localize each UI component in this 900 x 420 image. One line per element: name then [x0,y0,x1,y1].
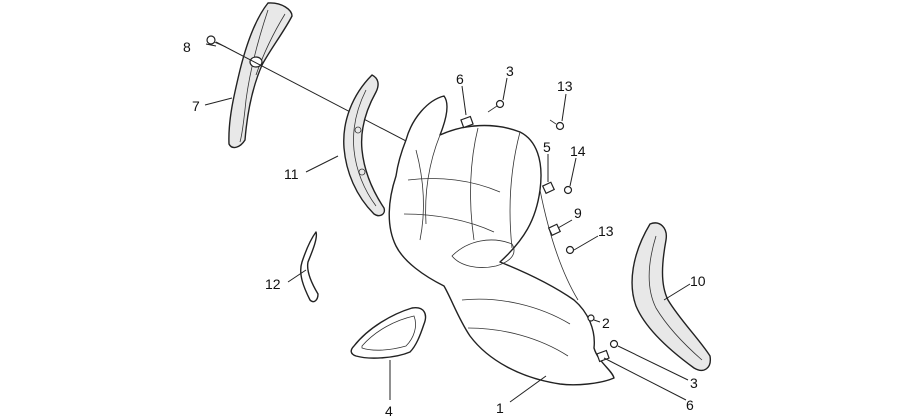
part-11-inner-strip [343,74,386,217]
part-14-screw [563,185,573,195]
part-4-gasket [350,307,427,359]
callout-12: 12 [265,276,281,292]
callout-6-top: 6 [456,71,464,87]
callout-3-bottom: 3 [690,375,698,391]
hardware-group [460,99,619,363]
part-2-screw [587,314,595,322]
callout-6-bottom: 6 [686,397,694,413]
callout-1: 1 [496,400,504,416]
part-3-screw-top [495,99,505,109]
part-1-front-shield [388,95,615,386]
callout-11: 11 [284,166,299,182]
callout-14: 14 [570,143,586,159]
part-13-screw-bottom [565,245,575,255]
callout-9: 9 [574,205,582,221]
callout-7: 7 [192,98,200,114]
callout-5: 5 [543,139,551,155]
part-7-left-trim-panel [228,2,293,149]
callout-3-top: 3 [506,63,514,79]
callout-10: 10 [690,273,706,289]
callout-4: 4 [385,403,393,419]
callout-2: 2 [602,315,610,331]
part-6-clip-top [460,115,474,129]
leader-lines [204,43,691,403]
part-5-clip [541,181,556,195]
part-10-right-trim-panel [631,222,711,372]
part-13-screw-top [555,121,565,131]
callout-13-bottom: 13 [598,223,614,239]
part-12-seal-strip [300,231,319,303]
callout-13-top: 13 [557,78,573,94]
part-3-screw-bottom [609,339,619,349]
callout-8: 8 [183,39,191,55]
